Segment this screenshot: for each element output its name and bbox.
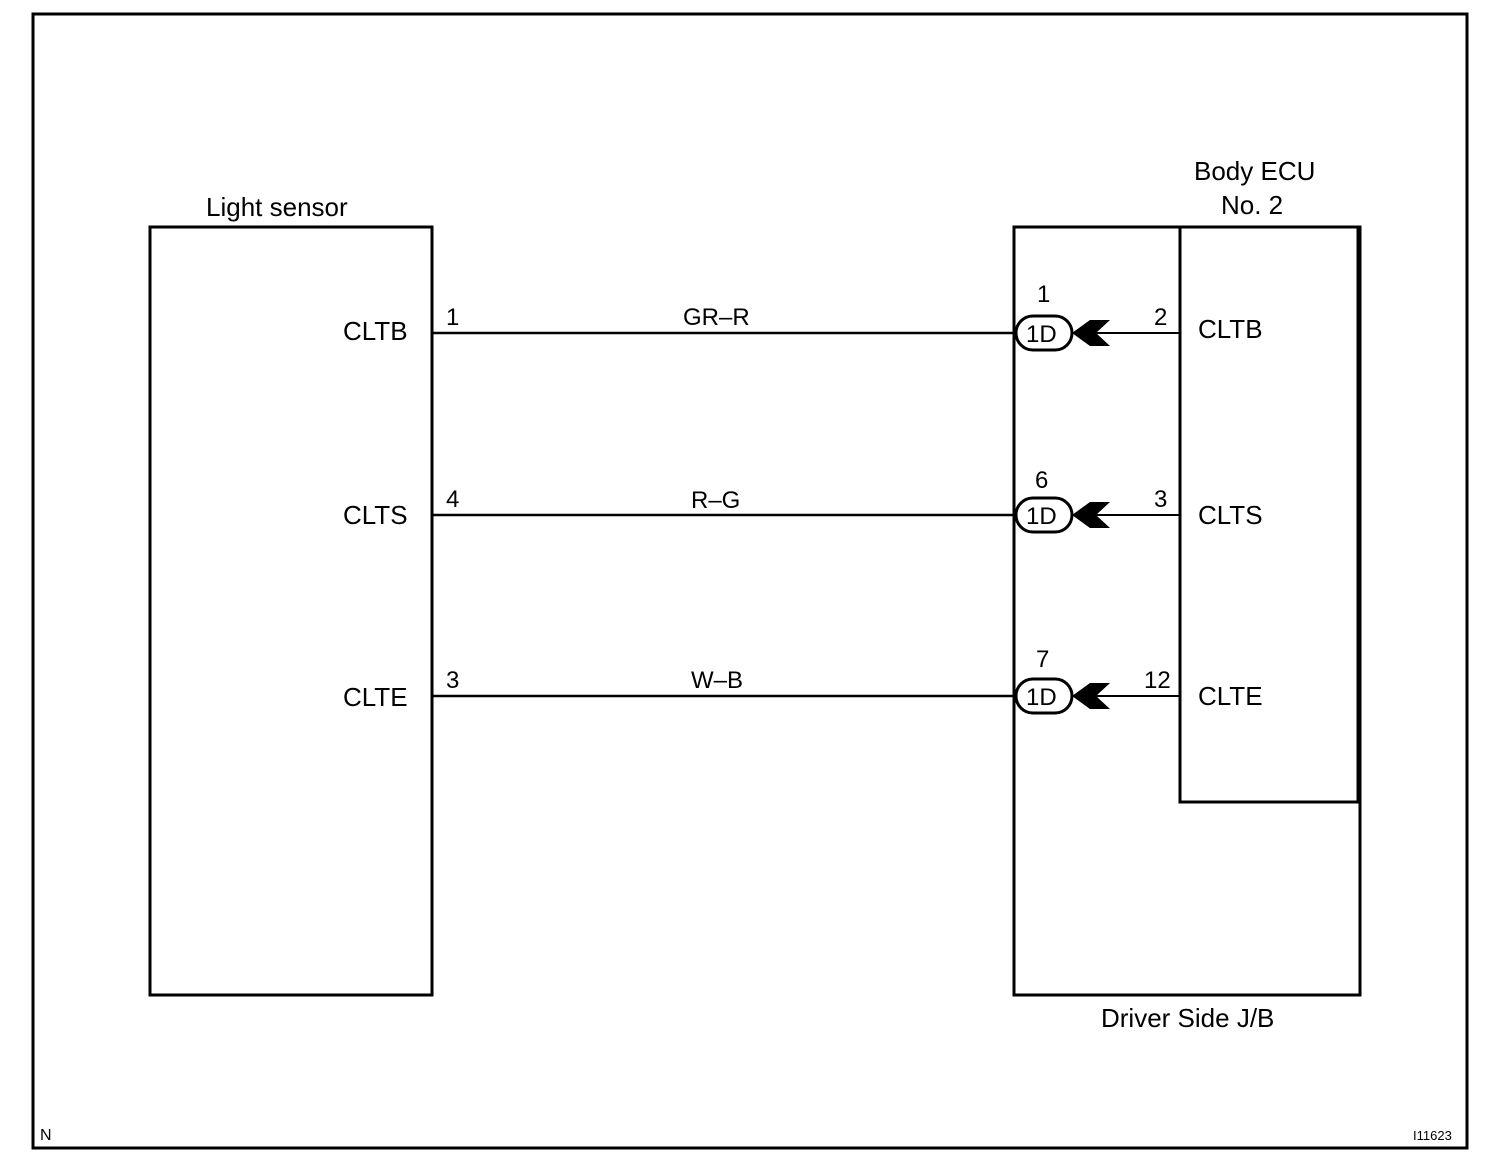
corner-mark: N (40, 1127, 52, 1144)
body-ecu-title-line1: Body ECU (1194, 156, 1315, 186)
circuit-cltb: CLTB 1 GR–R 1 1D 2 CLTB (343, 281, 1263, 352)
outer-frame (31, 12, 1469, 1150)
light-sensor-title: Light sensor (206, 192, 348, 222)
body-ecu-title-line2: No. 2 (1221, 190, 1283, 220)
sensor-pin-clts: 4 (446, 486, 459, 513)
circuit-clts: CLTS 4 R–G 6 1D 3 CLTS (343, 467, 1263, 534)
figure-code: I11623 (1413, 1128, 1452, 1143)
light-sensor-box (148, 225, 434, 997)
jb-pin-1: 1 (1037, 281, 1050, 308)
jb-pin-7: 7 (1036, 646, 1049, 673)
ecu-pin-cltb: 2 (1154, 304, 1167, 331)
ecu-terminal-clte: CLTE (1198, 681, 1263, 711)
circuit-clte: CLTE 3 W–B 7 1D 12 CLTE (343, 646, 1263, 715)
ecu-pin-clte: 12 (1144, 667, 1171, 694)
sensor-pin-clte: 3 (446, 667, 459, 694)
wire-color-gr-r: GR–R (683, 304, 750, 331)
ecu-terminal-cltb: CLTB (1198, 314, 1263, 344)
sensor-terminal-clts: CLTS (343, 500, 408, 530)
sensor-pin-cltb: 1 (446, 304, 459, 331)
jb-pin-6: 6 (1035, 467, 1048, 494)
junction-block-label: Driver Side J/B (1101, 1003, 1274, 1033)
sensor-terminal-cltb: CLTB (343, 316, 408, 346)
sensor-terminal-clte: CLTE (343, 682, 408, 712)
wire-color-w-b: W–B (691, 667, 743, 694)
ecu-terminal-clts: CLTS (1198, 500, 1263, 530)
connector-code: 1D (1026, 503, 1057, 530)
connector-code: 1D (1026, 684, 1057, 711)
ecu-pin-clts: 3 (1154, 486, 1167, 513)
connector-code: 1D (1026, 321, 1057, 348)
wire-color-r-g: R–G (691, 487, 740, 514)
